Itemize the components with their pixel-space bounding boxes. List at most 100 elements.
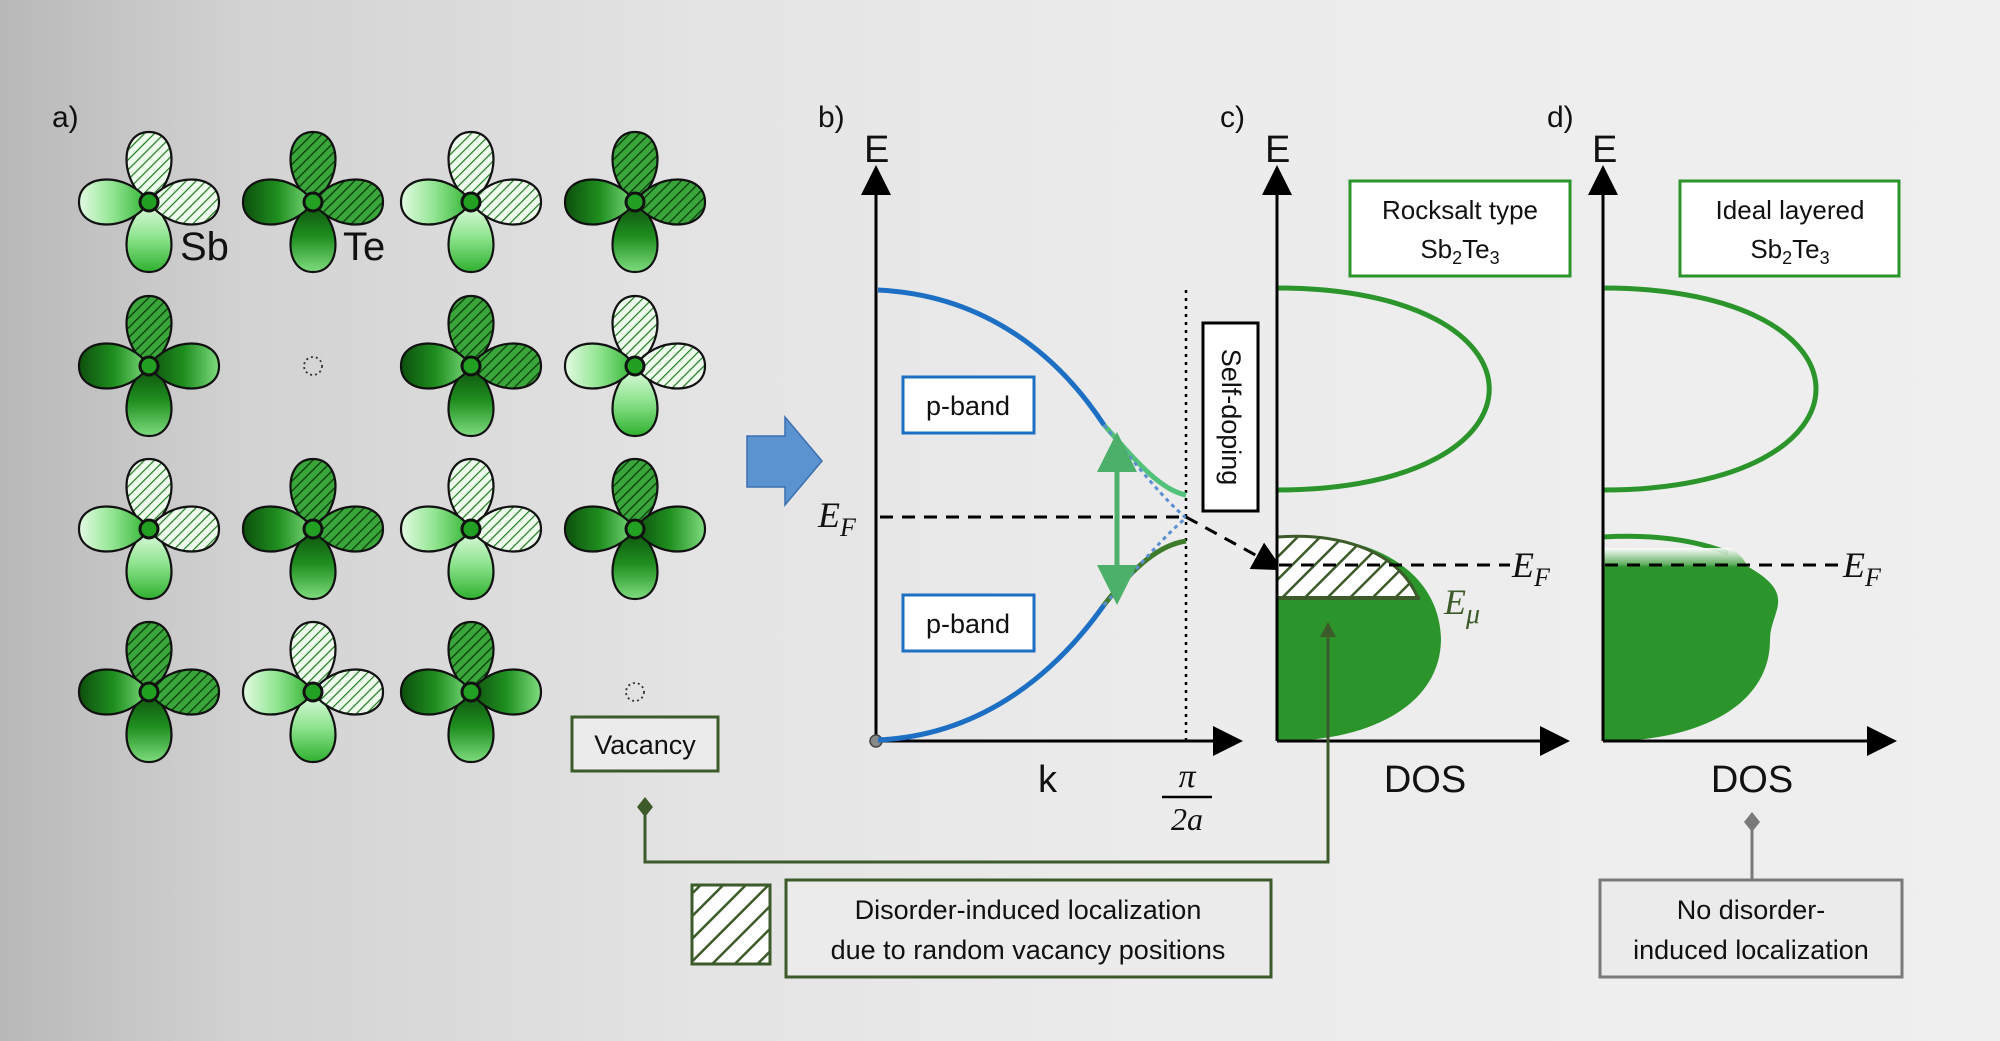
orbital-lobe <box>147 178 221 226</box>
lower-band-label: p-band <box>926 609 1010 639</box>
panel-b: E k EF p-band p-band Self-doping π 2a <box>817 129 1284 837</box>
d-valence-dos <box>1603 565 1779 742</box>
c-title-line2: Sb2Te3 <box>1420 234 1499 268</box>
orbital-lobe <box>447 200 495 274</box>
orbital-lobe <box>289 130 337 204</box>
orbital-lobe <box>563 342 637 390</box>
d-fermi-fade <box>1603 548 1748 568</box>
c-title-box <box>1348 179 1572 278</box>
upper-band-label: p-band <box>926 391 1010 421</box>
c-x-label: DOS <box>1384 759 1466 801</box>
orbital-lobe <box>611 527 659 601</box>
atom-nucleus <box>138 518 160 540</box>
d-fermi-label: EF <box>1842 545 1882 592</box>
zone-edge-denominator: 2a <box>1171 801 1203 837</box>
orbital-lobe <box>125 130 173 204</box>
orbital-lobe <box>447 294 495 368</box>
c-localized-region <box>1275 534 1421 600</box>
te-orbital <box>563 457 707 601</box>
self-doping-label: Self-doping <box>1216 349 1246 486</box>
orbital-lobe <box>147 342 221 390</box>
orbital-lobe <box>399 505 473 553</box>
vacancy-label: Vacancy <box>594 730 696 760</box>
orbital-lobe <box>125 690 173 764</box>
d-x-label: DOS <box>1711 759 1793 801</box>
orbital-lobe <box>611 294 659 368</box>
atom-nucleus <box>138 355 160 377</box>
atom-nucleus <box>460 681 482 703</box>
atom-nucleus <box>138 191 160 213</box>
sb-orbital <box>399 130 543 274</box>
orbital-lobe <box>399 342 473 390</box>
atom-label-sb: Sb <box>180 225 229 269</box>
orbital-lobe <box>611 457 659 531</box>
panel-c: E DOS EF Eμ Rocksalt type Sb2Te3 <box>1262 129 1572 801</box>
orbital-lobe <box>611 130 659 204</box>
lower-band-curve <box>877 603 1107 743</box>
upper-band-box <box>901 375 1036 435</box>
te-orbital <box>77 620 221 764</box>
orbital-lobe <box>241 178 315 226</box>
vacancy-site <box>625 682 645 702</box>
atom-nucleus <box>302 191 324 213</box>
orbital-lobe <box>311 178 385 226</box>
self-doping-box <box>1201 321 1260 513</box>
orbital-lobe <box>289 620 337 694</box>
orbital-lobe <box>447 130 495 204</box>
sb-orbital <box>241 620 385 764</box>
localization-legend-line2: due to random vacancy positions <box>831 935 1226 965</box>
orbital-lobe <box>447 364 495 438</box>
c-conduction-dos <box>1276 285 1492 493</box>
sb-orbital <box>77 457 221 601</box>
transition-arrow <box>746 414 823 508</box>
sb-orbital <box>399 457 543 601</box>
orbital-lobe <box>77 505 151 553</box>
orbital-lobe <box>469 178 543 226</box>
orbital-lobe <box>311 505 385 553</box>
orbital-lobe <box>399 178 473 226</box>
localization-connector <box>643 635 1330 864</box>
orbital-lobe <box>633 342 707 390</box>
upper-band-curve <box>877 287 1107 427</box>
no-localization-diamond <box>1744 812 1760 832</box>
orbital-lobe <box>563 178 637 226</box>
self-doping-arrow <box>1185 515 1284 571</box>
panel-d: E DOS EF Ideal layered Sb2Te3 <box>1588 129 1901 801</box>
orbital-lobe <box>447 620 495 694</box>
orbital-lobe <box>125 294 173 368</box>
atom-nucleus <box>302 518 324 540</box>
d-conduction-dos <box>1602 285 1819 493</box>
orbital-lobe <box>241 668 315 716</box>
orbital-lobe <box>633 178 707 226</box>
panel-label-a: a) <box>52 101 79 134</box>
orbital-lobe <box>447 690 495 764</box>
orbital-lobe <box>125 200 173 274</box>
localization-legend-line1: Disorder-induced localization <box>855 895 1202 925</box>
d-title-line1: Ideal layered <box>1716 195 1865 225</box>
no-localization-line2: induced localization <box>1633 935 1869 965</box>
te-orbital <box>241 457 385 601</box>
connector-arrowhead <box>1320 622 1336 637</box>
orbital-lobe <box>611 200 659 274</box>
hatch-legend-swatch <box>690 883 772 966</box>
atom-nucleus <box>138 681 160 703</box>
orbital-lobe <box>289 457 337 531</box>
panel-label-c: c) <box>1220 101 1245 134</box>
orbital-lobe <box>469 342 543 390</box>
atom-nucleus <box>302 681 324 703</box>
orbital-lobe <box>77 668 151 716</box>
zone-edge-numerator: π <box>1178 758 1196 795</box>
orbital-lattice <box>77 130 707 764</box>
atom-nucleus <box>624 518 646 540</box>
orbital-lobe <box>311 668 385 716</box>
d-y-label: E <box>1592 129 1617 171</box>
b-x-label: k <box>1038 759 1058 801</box>
vacancy-box <box>570 715 720 773</box>
orbital-lobe <box>447 527 495 601</box>
c-title-line1: Rocksalt type <box>1382 195 1538 225</box>
orbital-lobe <box>289 527 337 601</box>
orbital-lobe <box>77 342 151 390</box>
sb-orbital <box>563 294 707 438</box>
c-fermi-label: EF <box>1511 545 1551 592</box>
orbital-lobe <box>125 527 173 601</box>
